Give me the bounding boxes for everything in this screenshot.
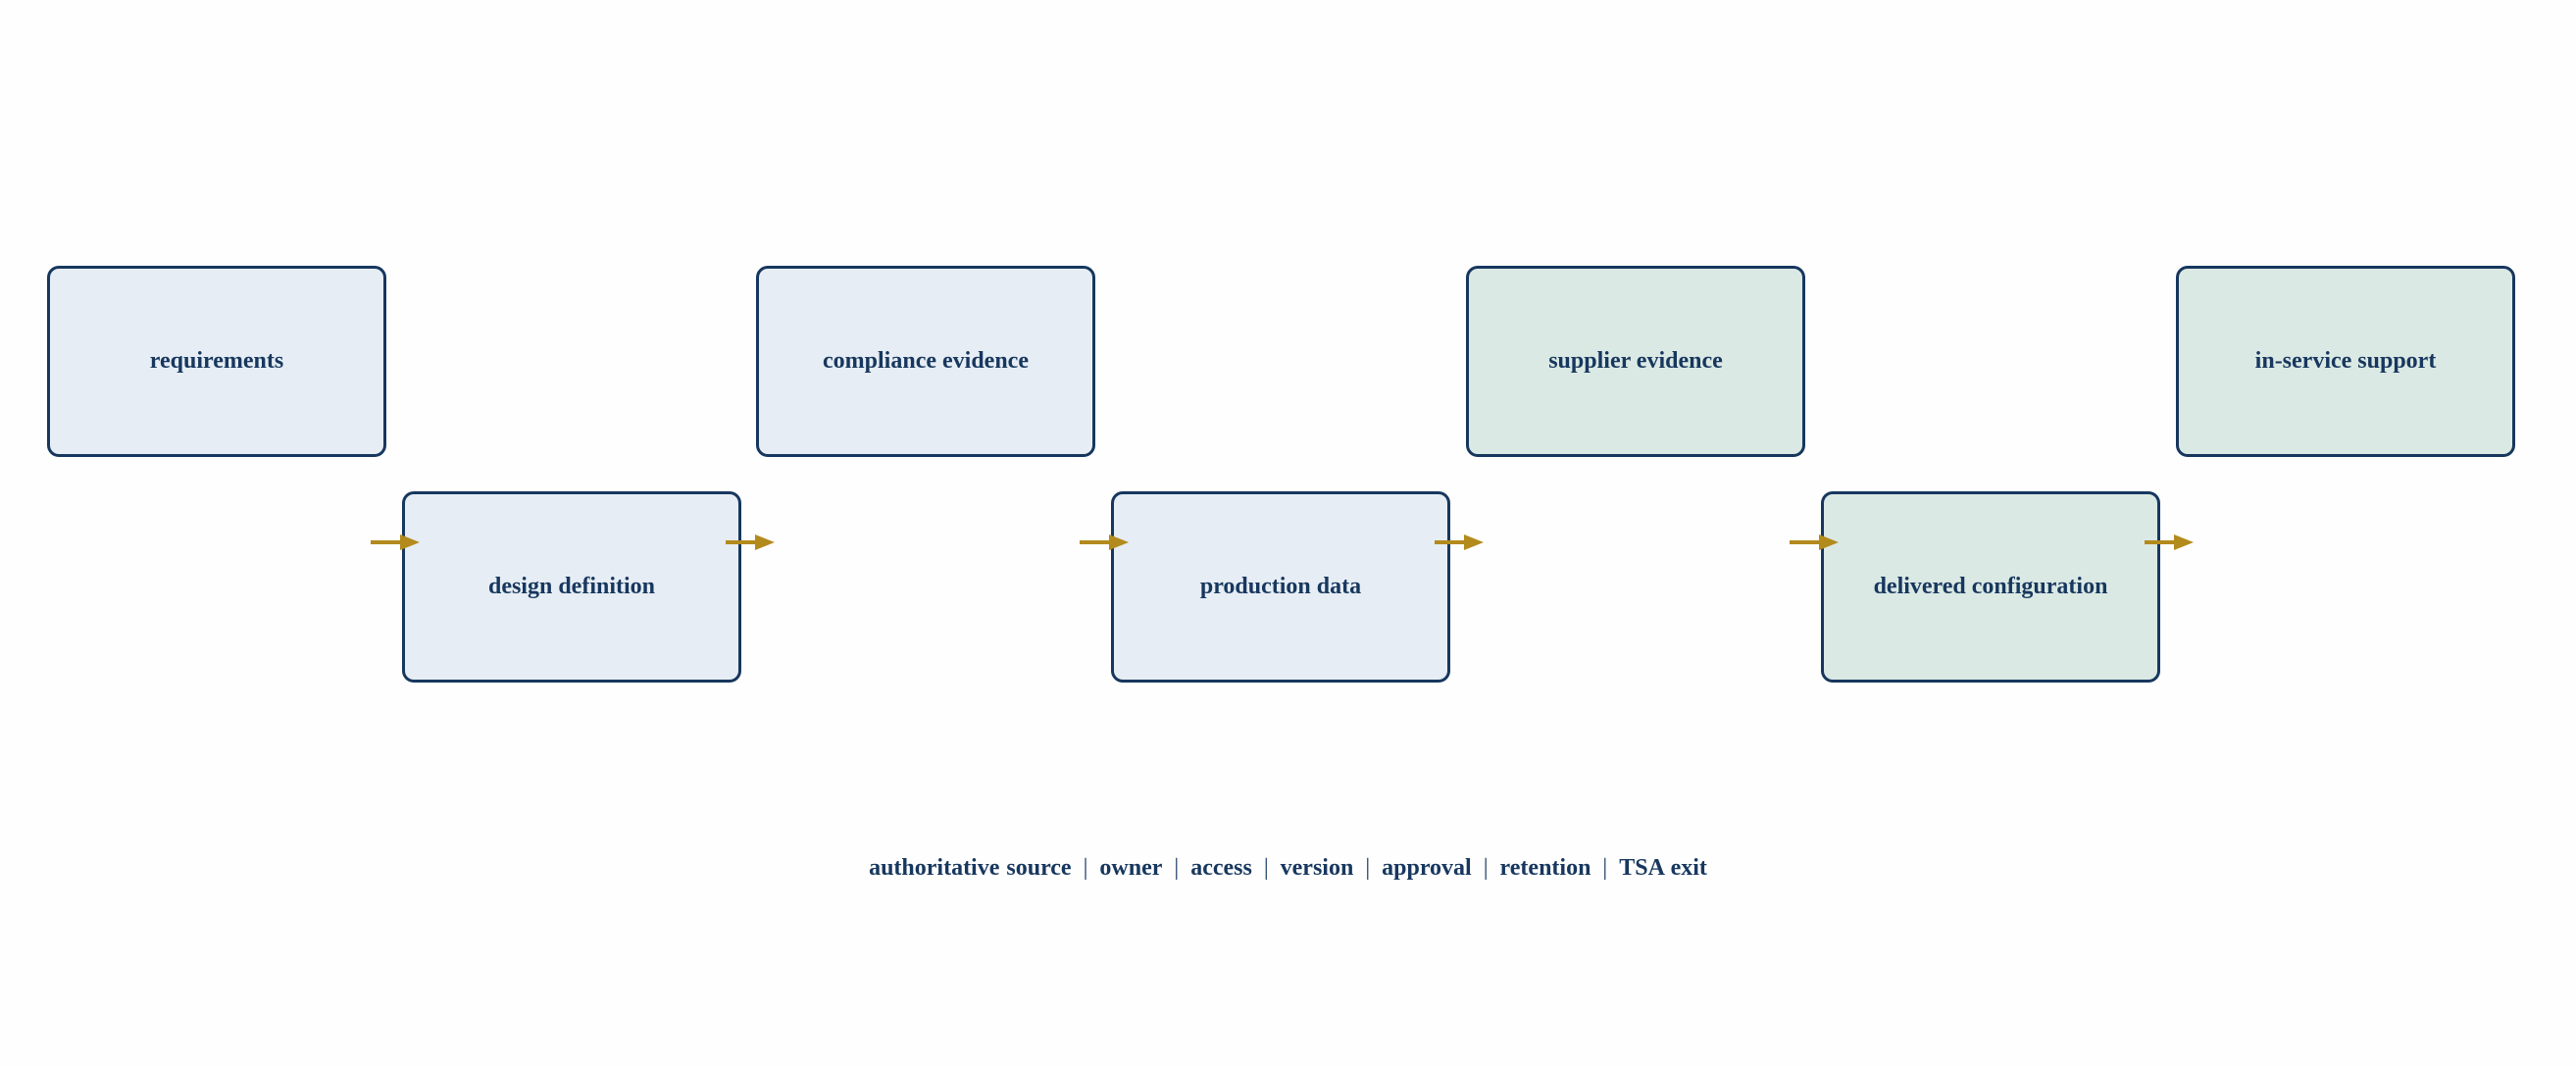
footer-separator: | — [1365, 855, 1371, 881]
footer-separator: | — [1602, 855, 1608, 881]
footer-separator: | — [1174, 855, 1180, 881]
node-in-service-support: in-service support — [2176, 266, 2515, 457]
node-delivered-configuration: delivered configuration — [1821, 491, 2160, 683]
footer-item: version — [1280, 855, 1354, 881]
node-production-data: production data — [1111, 491, 1450, 683]
footer-item: access — [1190, 855, 1252, 881]
footer-item: authoritative source — [869, 855, 1072, 881]
node-label: in-service support — [2254, 348, 2437, 374]
footer-item: TSA exit — [1619, 855, 1707, 881]
footer-item: approval — [1382, 855, 1472, 881]
footer-separator: | — [1483, 855, 1489, 881]
node-label: compliance evidence — [823, 348, 1029, 374]
node-label: supplier evidence — [1548, 348, 1723, 374]
node-design-definition: design definition — [402, 491, 741, 683]
node-compliance-evidence: compliance evidence — [756, 266, 1095, 457]
node-requirements: requirements — [47, 266, 386, 457]
node-supplier-evidence: supplier evidence — [1466, 266, 1805, 457]
footer-separator: | — [1083, 855, 1088, 881]
attribute-footer: authoritative source | owner | access | versio… — [0, 855, 2576, 882]
footer-item: retention — [1499, 855, 1591, 881]
node-label: requirements — [149, 348, 284, 374]
footer-item: owner — [1099, 855, 1163, 881]
node-label: production data — [1199, 574, 1362, 599]
node-label: design definition — [487, 574, 656, 599]
node-label: delivered configuration — [1873, 574, 2108, 599]
footer-separator: | — [1263, 855, 1269, 881]
